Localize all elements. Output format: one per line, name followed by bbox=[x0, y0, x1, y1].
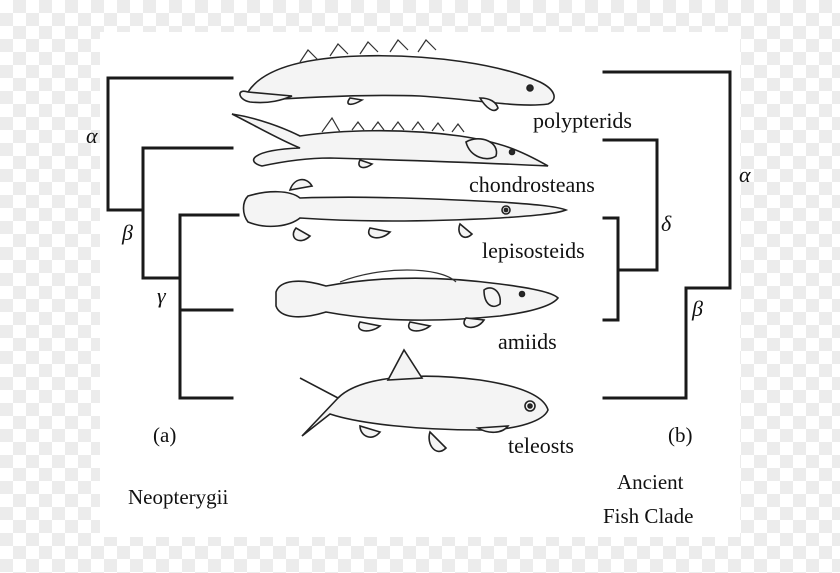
tree-b-node-beta: β bbox=[691, 296, 703, 321]
taxon-label-teleosts: teleosts bbox=[508, 433, 574, 458]
taxon-label-chondrosteans: chondrosteans bbox=[469, 172, 595, 197]
tree-a bbox=[106, 76, 240, 400]
tree-a-branch-alpha bbox=[106, 76, 234, 212]
tree-a-node-beta: β bbox=[121, 220, 133, 245]
tree-b-branch-delta bbox=[602, 216, 620, 322]
tree-b-branch-chondrosteans bbox=[602, 138, 659, 272]
tree-b-group-label-line1: Ancient bbox=[617, 470, 684, 494]
tree-a-node-alpha: α bbox=[86, 123, 98, 148]
tree-a-panel-label: (a) bbox=[153, 423, 176, 447]
tree-b bbox=[602, 70, 732, 400]
tree-b-branch-alpha bbox=[602, 70, 732, 290]
tree-b-group-label-line2: Fish Clade bbox=[603, 504, 693, 528]
tree-b-node-delta: δ bbox=[661, 211, 672, 236]
tree-a-node-gamma: γ bbox=[157, 283, 167, 308]
tree-a-branch-gamma bbox=[178, 213, 240, 400]
taxon-label-amiids: amiids bbox=[498, 329, 557, 354]
tree-b-panel-label: (b) bbox=[668, 423, 693, 447]
tree-a-group-label: Neopterygii bbox=[128, 485, 228, 509]
polypterid-fish-illustration bbox=[239, 39, 555, 112]
tree-a-branch-beta bbox=[141, 146, 234, 280]
teleost-fish-illustration bbox=[299, 348, 549, 453]
taxon-label-polypterids: polypterids bbox=[533, 108, 632, 133]
taxon-label-lepisosteids: lepisosteids bbox=[482, 238, 585, 263]
tree-b-branch-beta bbox=[602, 286, 688, 400]
lepisosteid-fish-illustration bbox=[242, 178, 569, 242]
chondrostean-fish-illustration bbox=[231, 113, 549, 169]
amiid-fish-illustration bbox=[275, 269, 560, 332]
tree-b-node-alpha: α bbox=[739, 162, 751, 187]
